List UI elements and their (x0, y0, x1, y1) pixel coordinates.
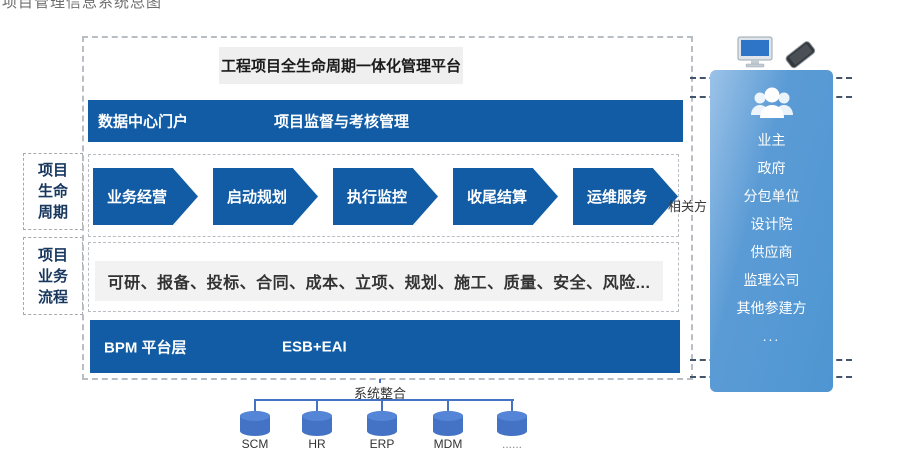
stage-label: 执行监控 (347, 189, 408, 206)
stakeholder-item: 监理公司 (743, 272, 800, 288)
stage-label: 收尾结算 (467, 189, 528, 206)
database-cylinder-icon (366, 410, 398, 442)
business-process-strip: 可研、报备、投标、合同、成本、立项、规划、施工、质量、安全、风险... (95, 261, 663, 301)
datacenter-portal-label: 数据中心门户 (98, 113, 189, 131)
integration-label: 系统整合 (352, 383, 409, 402)
lifecycle-stage-arrow: 收尾结算 (453, 168, 558, 225)
lifecycle-row: 业务经营 启动规划 执行监控 收尾结算 运维服务 (88, 154, 679, 237)
desktop-monitor-icon (736, 36, 776, 75)
supervision-assessment-label: 项目监督与考核管理 (274, 113, 410, 131)
database-cylinder-icon (239, 410, 271, 442)
integration-stub-line (511, 399, 513, 411)
system-label: HR (308, 437, 326, 451)
system-label: MDM (433, 437, 463, 451)
platform-title: 工程项目全生命周期一体化管理平台 (219, 47, 463, 84)
lifecycle-side-label-line: 项目 (37, 162, 68, 179)
lifecycle-stage-arrow: 执行监控 (333, 168, 438, 225)
integration-stub-line (447, 399, 449, 411)
integration-stub-line (254, 399, 256, 411)
lifecycle-side-label-line: 周期 (37, 204, 68, 221)
stakeholder-item: 分包单位 (743, 188, 800, 204)
page-title-partial: 项目管理信息系统总图 (2, 0, 163, 11)
esb-eai-label: ESB+EAI (282, 338, 347, 355)
database-cylinder-icon (432, 410, 464, 442)
stakeholder-item: 供应商 (750, 244, 793, 260)
lifecycle-stage-arrow: 启动规划 (213, 168, 318, 225)
business-side-label-line: 项目 (37, 246, 68, 264)
portal-bar: 数据中心门户 项目监督与考核管理 (88, 100, 683, 142)
related-parties-label: 相关方 (668, 199, 708, 214)
stakeholder-panel: 业主 政府 分包单位 设计院 供应商 监理公司 其他参建方 ... (710, 70, 833, 392)
people-group-icon (747, 84, 797, 126)
lifecycle-side-label: 项目 生命 周期 (23, 153, 83, 230)
smartphone-icon (779, 38, 821, 77)
stakeholder-item: 业主 (757, 132, 786, 148)
lifecycle-stage-arrow: 运维服务 (573, 168, 678, 225)
system-label: ERP (369, 437, 395, 451)
system-label: SCM (241, 437, 269, 451)
stage-label: 启动规划 (227, 189, 288, 206)
lifecycle-side-label-line: 生命 (37, 183, 68, 200)
integration-branch-line (254, 399, 514, 401)
stage-label: 业务经营 (107, 189, 168, 206)
stage-label: 运维服务 (587, 189, 648, 206)
bpm-platform-label: BPM 平台层 (104, 339, 187, 356)
platform-container: 工程项目全生命周期一体化管理平台 数据中心门户 项目监督与考核管理 业务经营 启… (82, 36, 693, 380)
stakeholder-item: 其他参建方 (736, 300, 807, 316)
business-side-label: 项目 业务 流程 (23, 237, 83, 315)
stakeholder-item: 政府 (757, 160, 786, 176)
database-cylinder-icon (496, 410, 528, 442)
business-process-row: 可研、报备、投标、合同、成本、立项、规划、施工、质量、安全、风险... (88, 242, 679, 312)
database-cylinder-icon (301, 410, 333, 442)
lifecycle-stage-arrow: 业务经营 (93, 168, 198, 225)
business-side-label-line: 业务 (37, 267, 68, 285)
business-side-label-line: 流程 (37, 288, 68, 306)
bpm-bar: BPM 平台层 ESB+EAI (90, 320, 680, 373)
integration-stub-line (381, 399, 383, 411)
stakeholder-item: 设计院 (750, 216, 793, 232)
system-label: ...... (501, 437, 522, 451)
stakeholder-item: ... (762, 328, 781, 344)
integration-stub-line (316, 399, 318, 411)
